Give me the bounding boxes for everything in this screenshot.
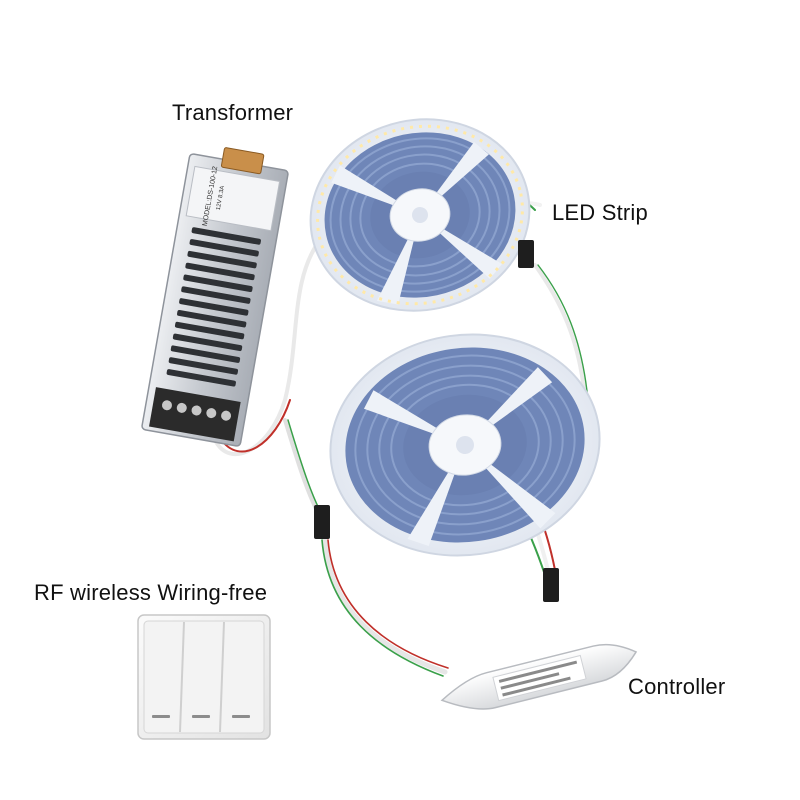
led-strip-reel-lower [329, 333, 601, 557]
switch-button-1-indicator [152, 715, 170, 718]
transformer-power-supply [141, 147, 289, 447]
led-strip-label: LED Strip [552, 200, 648, 225]
switch-button-3-indicator [232, 715, 250, 718]
led-strip-reel-upper [309, 118, 531, 312]
switch-button-2-indicator [192, 715, 210, 718]
wire-connectors [314, 240, 559, 602]
rf-wireless-switch [137, 614, 271, 740]
transformer-label: Transformer [172, 100, 294, 125]
transformer-vent-slots [166, 227, 261, 387]
rf-switch-label: RF wireless Wiring-free [34, 580, 268, 605]
controller-module [440, 643, 638, 710]
controller-label: Controller [628, 674, 726, 699]
transformer-output-text: 12V 8.3A [216, 185, 226, 210]
